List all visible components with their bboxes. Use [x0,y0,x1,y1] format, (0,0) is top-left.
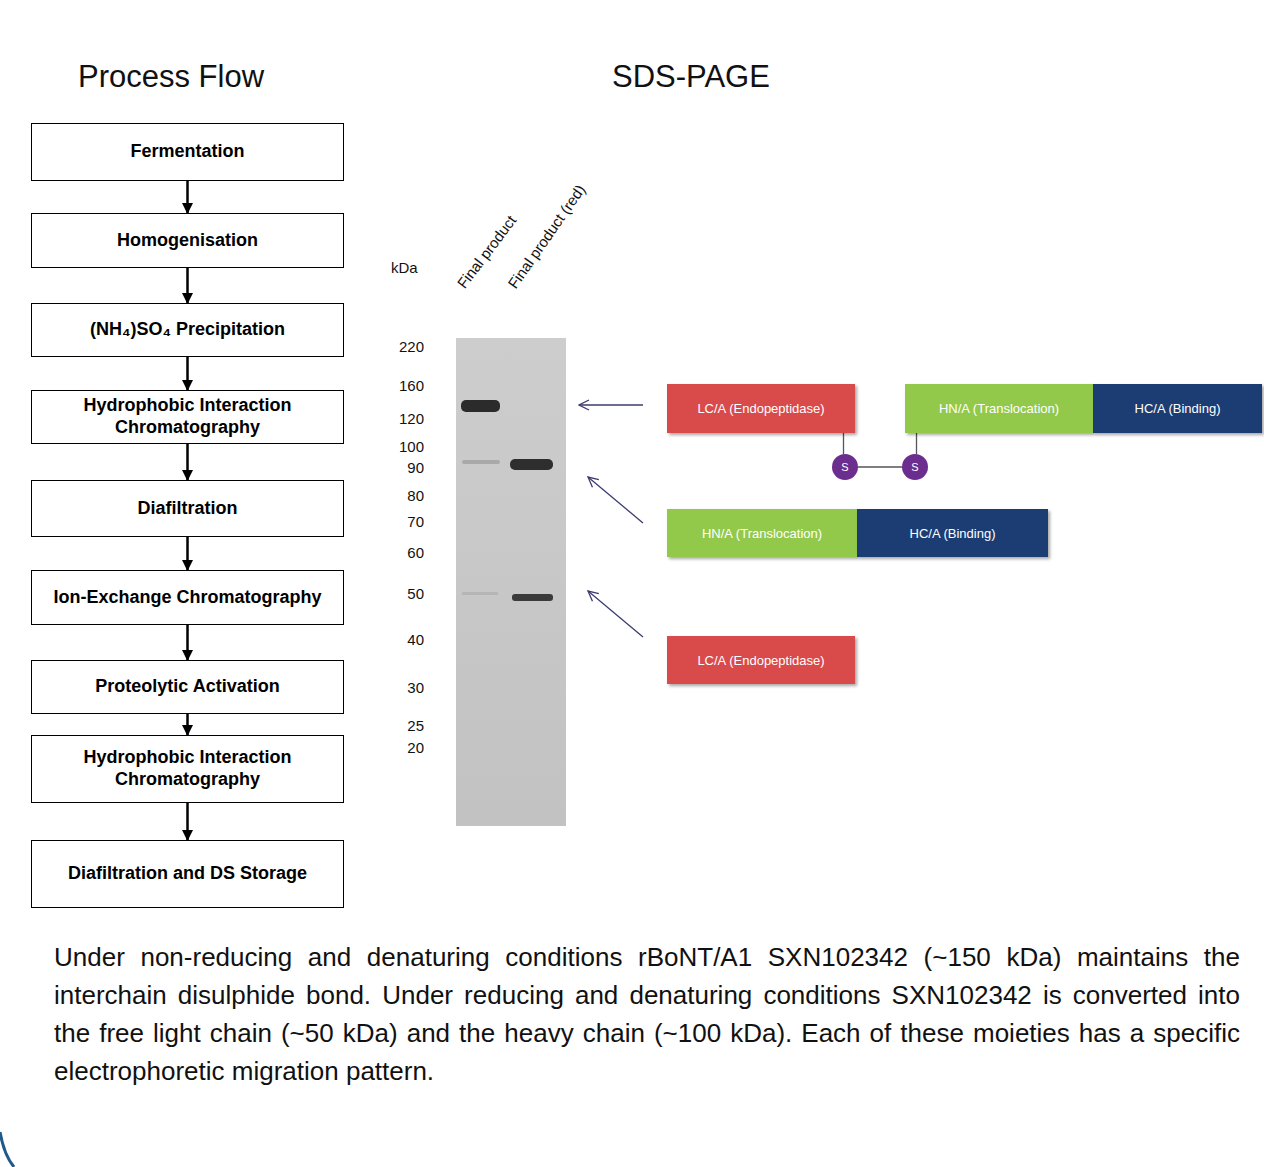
section-heading: SDS-PAGE [612,58,770,95]
node-text: (NH₄)SO₄ Precipitation [90,319,285,341]
section-heading: Process Flow [78,58,264,95]
bond-line [843,433,844,454]
flow-arrow [186,268,189,303]
node-text: Homogenisation [117,230,258,252]
process-box: Fermentation [31,123,344,181]
marker-weight: 25 [407,717,424,735]
marker-weight: 40 [407,631,424,649]
process-box: Diafiltration and DS Storage [31,840,344,908]
node-text: HN/A (Translocation) [939,401,1059,416]
sulfur-circle: S [902,454,928,480]
node-text: Diafiltration and DS Storage [68,863,307,885]
flow-arrow [186,537,189,570]
leader-arrow [588,477,643,523]
gel-band [512,594,553,601]
domain-box: HC/A (Binding) [1093,384,1262,433]
process-box: Diafiltration [31,480,344,537]
node-text: HC/A (Binding) [910,526,996,541]
caption: Under non-reducing and denaturing condit… [54,938,1240,1090]
node-text: Proteolytic Activation [95,676,279,698]
gel-band [461,400,500,412]
marker-weight: 90 [407,459,424,477]
gel-band [462,460,500,464]
node-text: LC/A (Endopeptidase) [697,401,824,416]
process-box: Proteolytic Activation [31,660,344,714]
node-text: Diafiltration [137,498,237,520]
marker-weight: 160 [399,377,424,395]
lane-label: Final product (red) [504,181,589,292]
node-text: LC/A (Endopeptidase) [697,653,824,668]
domain-box: HN/A (Translocation) [905,384,1093,433]
slide-border [0,1132,14,1167]
bond-line [858,466,902,467]
process-box: Homogenisation [31,213,344,268]
gel [456,338,566,826]
bond-line [916,433,917,454]
flow-arrow [186,181,189,213]
leader-arrow [588,591,643,637]
node-text: Fermentation [130,141,244,163]
leader-arrow [579,404,643,405]
process-box: Hydrophobic Interaction Chromatography [31,735,344,803]
flow-arrow [186,625,189,660]
marker-weight: 60 [407,544,424,562]
axis-unit: kDa [391,259,418,277]
process-box: (NH₄)SO₄ Precipitation [31,303,344,357]
marker-weight: 20 [407,739,424,757]
node-text: HC/A (Binding) [1135,401,1221,416]
node-text: S [841,461,848,473]
process-box: Ion-Exchange Chromatography [31,570,344,625]
process-box: Hydrophobic Interaction Chromatography [31,390,344,444]
domain-box: HN/A (Translocation) [667,509,857,557]
node-text: HN/A (Translocation) [702,526,822,541]
marker-weight: 70 [407,513,424,531]
gel-band [510,459,553,470]
flow-arrow [186,714,189,735]
marker-weight: 50 [407,585,424,603]
marker-weight: 220 [399,338,424,356]
domain-box: HC/A (Binding) [857,509,1048,557]
gel-band [462,592,498,595]
marker-weight: 120 [399,410,424,428]
node-text: Ion-Exchange Chromatography [53,587,321,609]
sulfur-circle: S [832,454,858,480]
flow-arrow [186,444,189,480]
marker-weight: 80 [407,487,424,505]
flow-arrow [186,803,189,840]
node-text: S [911,461,918,473]
marker-weight: 100 [399,438,424,456]
flow-arrow [186,357,189,390]
node-text: Hydrophobic Interaction Chromatography [40,395,335,438]
domain-box: LC/A (Endopeptidase) [667,384,855,433]
domain-box: LC/A (Endopeptidase) [667,636,855,684]
node-text: Hydrophobic Interaction Chromatography [40,747,335,790]
marker-weight: 30 [407,679,424,697]
